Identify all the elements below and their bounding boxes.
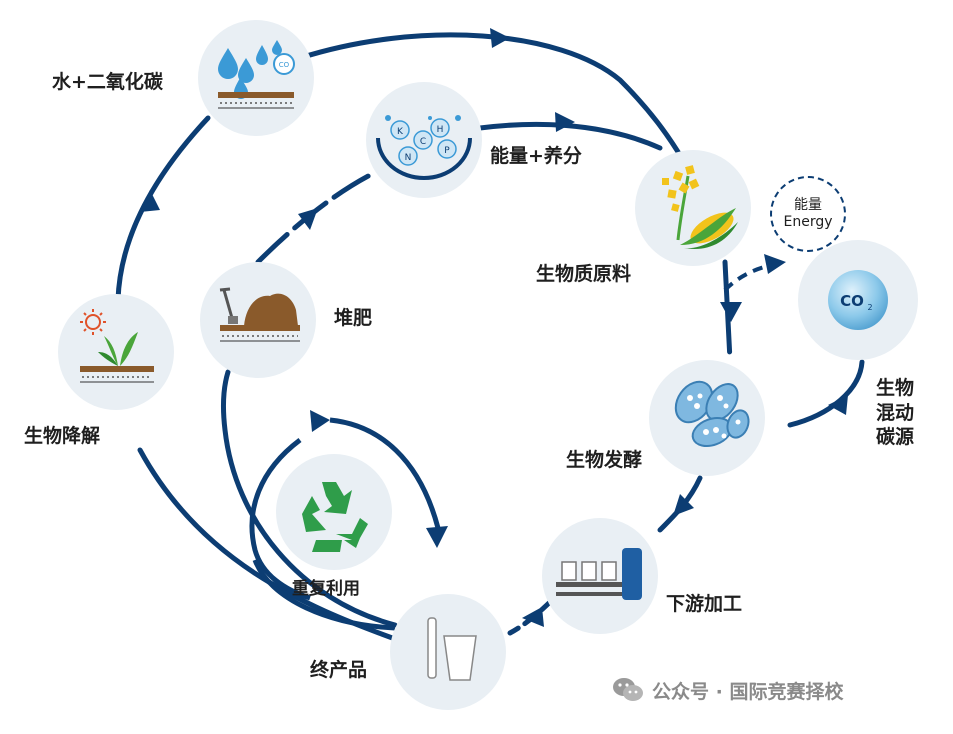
arc-co2-to-fermentation [787,359,865,428]
sprout-sun-icon [80,309,154,383]
reuse-loop-bottom [252,559,396,631]
watermark-text: 公众号 · 国际竞赛择校 [652,680,844,703]
circle-water-co2 [198,20,314,136]
dashed-biomass-to-co2 [723,262,781,292]
co2-subscript: 2 [867,303,872,312]
watermark: 公众号 · 国际竞赛择校 [612,676,843,704]
co2-bubble-icon: CO 2 [828,270,888,330]
reuse-loop-left [249,438,311,601]
nutrient-p: P [444,146,450,156]
arrowhead-compost-up [298,208,318,230]
wechat-icon [613,678,643,701]
compost-shovel-icon [219,287,300,342]
label-fermentation: 生物发酵 [566,449,643,471]
arrowheads [140,28,848,627]
label-co2-source: 生物 混动 碳源 [876,377,915,449]
processing-line-icon [556,548,642,600]
energy-badge-en: Energy [783,214,833,230]
arrowhead-top [490,28,510,48]
energy-badge: 能量 Energy [770,176,846,252]
arrowhead-co2-left [828,395,848,415]
label-end-product: 终产品 [310,659,368,681]
bottle-cup-icon [427,617,477,681]
microbe-cells-icon [674,380,750,448]
energy-badge-cn: 能量 [794,196,822,213]
co-icon-text: CO [279,61,290,69]
arc-compost-to-energy [255,169,379,265]
arc-endproduct-to-compost [221,369,398,628]
arc-water-to-biomass [297,32,686,163]
label-water-co2: 水+二氧化碳 [52,71,163,93]
nutrient-c: C [420,137,426,147]
circle-biodegradation [58,294,174,410]
co2-text: CO [840,292,864,310]
label-reuse: 重复利用 [292,579,360,599]
node-circles [58,20,918,710]
nutrient-n: N [405,153,412,163]
arrowhead-energy [555,112,575,132]
arc-biodegradation-to-water [115,115,211,303]
water-drops-icon: CO [218,40,295,109]
recycle-icon [302,482,368,552]
arrowhead-reuse-right [426,526,448,548]
label-biomass: 生物质原料 [536,263,632,285]
nutrient-k: K [397,127,404,137]
nutrient-h: H [437,125,444,135]
label-downstream: 下游加工 [666,593,743,615]
label-energy-nutrients: 能量+养分 [490,145,582,167]
arrowhead-down-ferm [720,302,742,322]
arrowhead-reuse-top [310,410,330,432]
corn-icon [662,165,738,249]
arrowhead-endproduct [522,607,544,627]
label-biodegradation: 生物降解 [24,425,101,447]
circle-downstream [542,518,658,634]
arc-energy-to-biomass [477,121,663,151]
arrowhead-ferm-down [673,494,694,516]
nutrients-bowl-icon: K C H N P [376,115,472,180]
arrowhead-left-up [140,190,160,212]
reuse-loop-right [329,417,441,529]
label-compost: 堆肥 [334,307,373,329]
